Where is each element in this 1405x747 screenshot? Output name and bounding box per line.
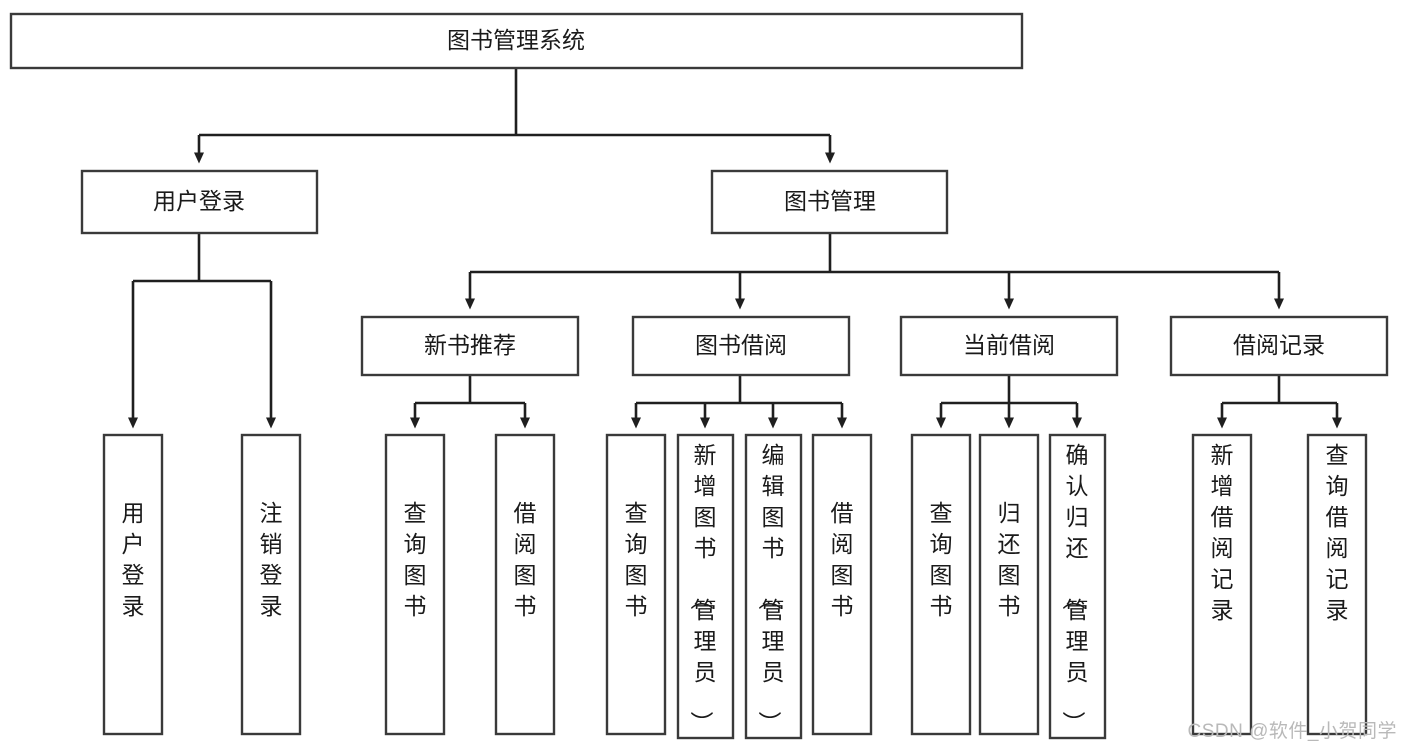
leaf-user-login-box[interactable] bbox=[102, 433, 164, 736]
node-user-login-label: 用户登录 bbox=[153, 188, 245, 214]
leaf-borrow-book-2-box[interactable] bbox=[811, 433, 873, 736]
leaf-confirm-return[interactable]: 确认归还（管理员） bbox=[1048, 433, 1107, 740]
node-book-manage-box[interactable] bbox=[710, 169, 949, 235]
leaf-query-book-2-label: 查询图书 bbox=[625, 500, 648, 619]
leaf-add-record[interactable]: 新增借阅记录 bbox=[1191, 433, 1253, 736]
leaf-edit-book-box[interactable] bbox=[744, 433, 803, 740]
leaf-add-record-label: 新增借阅记录 bbox=[1211, 442, 1234, 623]
node-user-login-box[interactable] bbox=[80, 169, 319, 235]
node-root-box[interactable] bbox=[9, 12, 1024, 70]
leaf-borrow-book-1-box[interactable] bbox=[494, 433, 556, 736]
node-borrow-record-label: 借阅记录 bbox=[1233, 332, 1325, 358]
leaf-user-login[interactable]: 用户登录 bbox=[102, 433, 164, 736]
leaf-query-record-label: 查询借阅记录 bbox=[1326, 442, 1349, 623]
node-user-login[interactable]: 用户登录 bbox=[80, 169, 319, 235]
node-borrow-record[interactable]: 借阅记录 bbox=[1169, 315, 1389, 377]
csdn-watermark: CSDN @软件_小贺同学 bbox=[1187, 721, 1397, 742]
leaf-add-book-label: 新增图书（管理员） bbox=[689, 442, 717, 734]
leaf-query-book-1[interactable]: 查询图书 bbox=[384, 433, 446, 736]
leaf-query-book-3-box[interactable] bbox=[910, 433, 972, 736]
leaf-confirm-return-label: 确认归还（管理员） bbox=[1061, 442, 1089, 734]
leaf-query-book-3-label: 查询图书 bbox=[930, 500, 953, 619]
leaf-borrow-book-2-label: 借阅图书 bbox=[831, 500, 854, 619]
node-root[interactable]: 图书管理系统 bbox=[9, 12, 1024, 70]
leaf-user-logout-label: 注销登录 bbox=[260, 500, 283, 619]
node-book-borrow-box[interactable] bbox=[631, 315, 851, 377]
connector-layer bbox=[128, 68, 1342, 429]
leaf-return-book-box[interactable] bbox=[978, 433, 1040, 736]
node-book-borrow-label: 图书借阅 bbox=[695, 332, 787, 358]
leaf-query-book-2[interactable]: 查询图书 bbox=[605, 433, 667, 736]
node-new-book-recommend[interactable]: 新书推荐 bbox=[360, 315, 580, 377]
leaf-user-login-label: 用户登录 bbox=[122, 500, 145, 619]
leaf-edit-book-label: 编辑图书（管理员） bbox=[757, 442, 785, 734]
leaf-query-record[interactable]: 查询借阅记录 bbox=[1306, 433, 1368, 736]
leaf-borrow-book-2[interactable]: 借阅图书 bbox=[811, 433, 873, 736]
node-book-manage[interactable]: 图书管理 bbox=[710, 169, 949, 235]
node-current-borrow[interactable]: 当前借阅 bbox=[899, 315, 1119, 377]
leaf-user-logout[interactable]: 注销登录 bbox=[240, 433, 302, 736]
leaf-return-book[interactable]: 归还图书 bbox=[978, 433, 1040, 736]
leaf-query-record-box[interactable] bbox=[1306, 433, 1368, 736]
node-book-borrow[interactable]: 图书借阅 bbox=[631, 315, 851, 377]
leaf-return-book-label: 归还图书 bbox=[998, 500, 1021, 619]
leaf-borrow-book-1[interactable]: 借阅图书 bbox=[494, 433, 556, 736]
leaf-add-book-box[interactable] bbox=[676, 433, 735, 740]
leaf-query-book-1-box[interactable] bbox=[384, 433, 446, 736]
node-borrow-record-box[interactable] bbox=[1169, 315, 1389, 377]
node-book-manage-label: 图书管理 bbox=[784, 188, 876, 214]
leaf-confirm-return-box[interactable] bbox=[1048, 433, 1107, 740]
leaf-borrow-book-1-label: 借阅图书 bbox=[514, 500, 537, 619]
node-root-label: 图书管理系统 bbox=[447, 27, 585, 53]
node-new-book-recommend-box[interactable] bbox=[360, 315, 580, 377]
node-current-borrow-label: 当前借阅 bbox=[963, 332, 1055, 358]
leaf-user-logout-box[interactable] bbox=[240, 433, 302, 736]
leaf-query-book-2-box[interactable] bbox=[605, 433, 667, 736]
node-current-borrow-box[interactable] bbox=[899, 315, 1119, 377]
leaf-query-book-1-label: 查询图书 bbox=[404, 500, 427, 619]
leaf-add-book[interactable]: 新增图书（管理员） bbox=[676, 433, 735, 740]
leaf-edit-book[interactable]: 编辑图书（管理员） bbox=[744, 433, 803, 740]
node-new-book-recommend-label: 新书推荐 bbox=[424, 332, 516, 358]
leaf-query-book-3[interactable]: 查询图书 bbox=[910, 433, 972, 736]
leaf-add-record-box[interactable] bbox=[1191, 433, 1253, 736]
